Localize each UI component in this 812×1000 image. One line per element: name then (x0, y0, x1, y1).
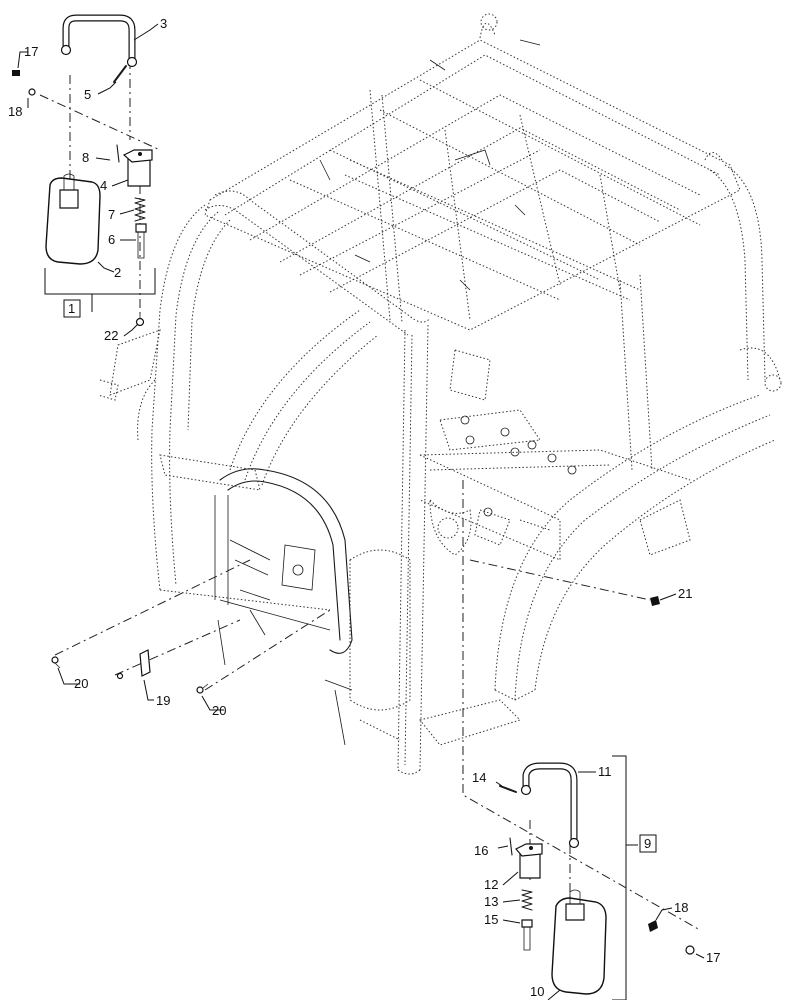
callout-17-right: 17 (706, 950, 720, 965)
callout-21: 21 (678, 586, 692, 601)
callout-12: 12 (484, 877, 498, 892)
floor-bosses (460, 415, 577, 517)
callout-16: 16 (474, 843, 488, 858)
screw-part-20-right (196, 683, 209, 694)
screw-part-22 (135, 312, 145, 327)
callout-1: 1 (68, 301, 75, 316)
callout-7: 7 (108, 207, 115, 222)
callout-8: 8 (82, 150, 89, 165)
pin-part-5 (113, 65, 127, 83)
pin-part-14 (499, 785, 517, 793)
assembly-centerlines (39, 60, 701, 931)
callout-20-left: 20 (74, 676, 88, 691)
callout-labels: 3 17 5 18 8 4 7 6 2 1 22 21 20 19 20 14 … (8, 16, 720, 999)
callout-6: 6 (108, 232, 115, 247)
callout-13: 13 (484, 894, 498, 909)
leader-lines (17, 23, 705, 1000)
cotter-pin-part-16 (509, 837, 513, 856)
callout-10: 10 (530, 984, 544, 999)
callout-14: 14 (472, 770, 486, 785)
bolt-part-6 (135, 223, 147, 259)
bolt-part-15 (521, 919, 533, 951)
fasteners-lower (51, 596, 660, 694)
cotter-pin-part-8 (116, 144, 120, 163)
kit-box-1 (63, 299, 81, 318)
callout-22: 22 (104, 328, 118, 343)
callout-19: 19 (156, 693, 170, 708)
kit-box-9 (639, 834, 657, 853)
screw-part-20-left (51, 656, 61, 669)
bracket-part-19 (116, 649, 151, 680)
left-mirror-assembly (12, 14, 156, 327)
mirror-arm-part-11 (520, 762, 580, 849)
callout-20-right: 20 (212, 703, 226, 718)
right-mirror-assembly (499, 755, 695, 1000)
bolt-part-17-right (685, 945, 695, 955)
callout-3: 3 (160, 16, 167, 31)
callout-5: 5 (84, 87, 91, 102)
bolt-part-17-left (12, 70, 20, 76)
callout-9: 9 (644, 836, 651, 851)
spring-part-7 (134, 197, 146, 222)
screw-part-21 (650, 596, 660, 606)
clamp-part-4 (122, 149, 153, 187)
callout-4: 4 (100, 178, 107, 193)
spring-part-13 (521, 889, 533, 911)
clamp-part-12 (515, 843, 543, 879)
mirror-head-part-2 (45, 173, 101, 265)
callout-11: 11 (598, 764, 612, 779)
mirror-head-part-10 (551, 889, 607, 995)
nut-part-18-right (648, 920, 658, 932)
callout-18-left: 18 (8, 104, 22, 119)
callout-18-right: 18 (674, 900, 688, 915)
callout-2: 2 (114, 265, 121, 280)
callout-15: 15 (484, 912, 498, 927)
nut-part-18-left (28, 88, 36, 96)
mirror-arm-part-3 (60, 14, 138, 68)
callout-17-left: 17 (24, 44, 38, 59)
cab-frame (97, 13, 782, 775)
